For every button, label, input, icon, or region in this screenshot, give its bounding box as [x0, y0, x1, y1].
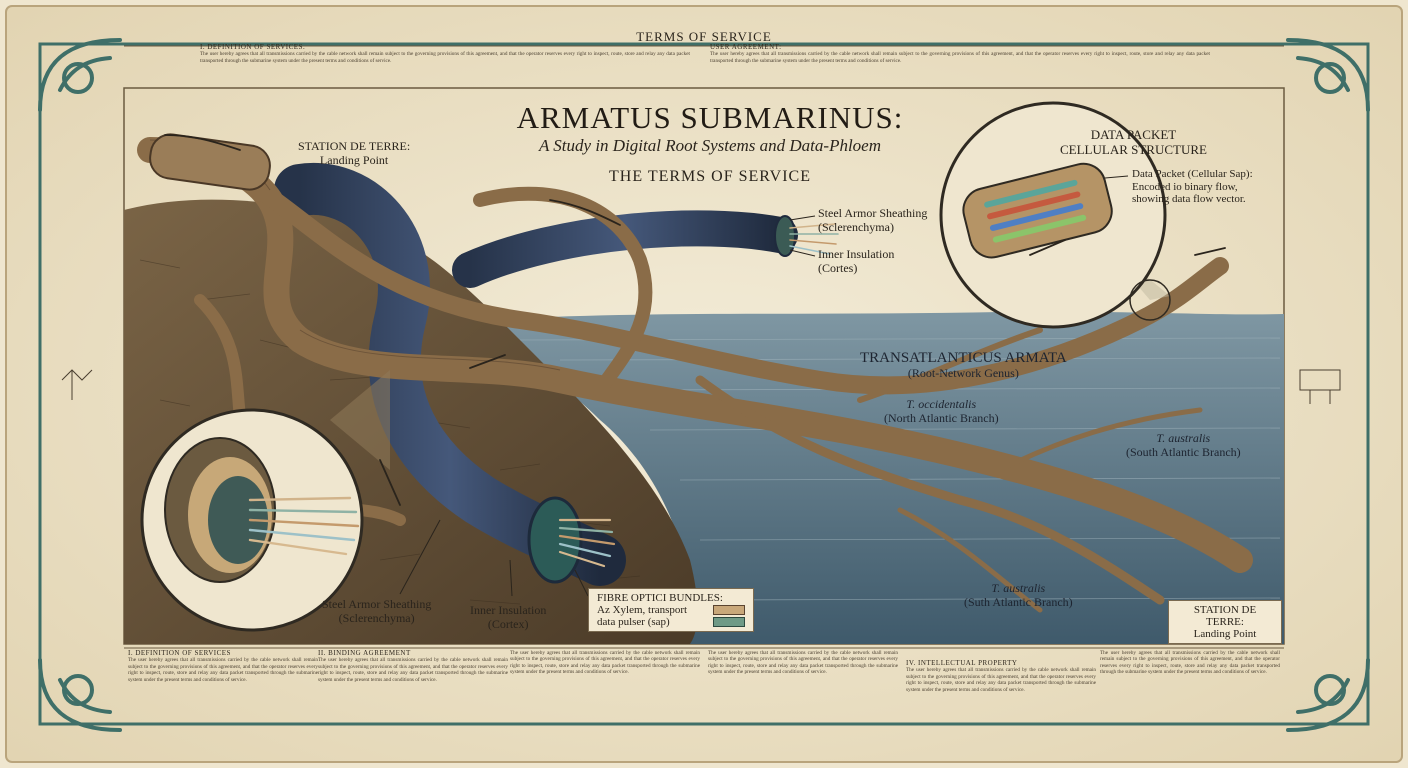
label-line: Data Packet (Cellular Sap): [1132, 168, 1253, 180]
label-steel-bottom: Steel Armor Sheathing (Sclerenchyma) [322, 597, 432, 626]
lower-fibres [558, 518, 616, 568]
label-line: Steel Armor Sheathing [818, 206, 928, 220]
label-line: Inner Insulation [818, 247, 895, 261]
text-column-top-left: I. DEFINITION OF SERVICES. The user here… [200, 44, 690, 86]
column-heading: IV. INTELLECTUAL PROPERTY [906, 660, 1018, 667]
label-line: T. australis [991, 581, 1046, 595]
column-heading: II. BINDING AGREEMENT [318, 650, 411, 657]
label-line: (Sclerenchyma) [818, 219, 894, 234]
label-station-bottom: STATION DE TERRE: Landing Point [1168, 600, 1282, 644]
blue-cable [274, 162, 626, 586]
side-emblems [61, 369, 1341, 404]
column-heading: I. DEFINITION OF SERVICES [128, 650, 231, 657]
legend-row-label: data pulser (sap) [597, 616, 670, 628]
label-occidentalis: T. occidentalis (North Atlantic Branch) [884, 397, 999, 426]
label-line: (Cortex) [487, 616, 529, 631]
page-subtitle: A Study in Digital Root Systems and Data… [538, 136, 881, 155]
text-column-bottom-1: I. DEFINITION OF SERVICES The user hereb… [128, 650, 318, 718]
label-line: (North Atlantic Branch) [884, 410, 999, 425]
label-line: Landing Point [319, 152, 389, 167]
label-line: TRANSATLANTICUS ARMATA [860, 350, 1067, 366]
label-genus: TRANSATLANTICUS ARMATA (Root-Network Gen… [860, 350, 1067, 381]
label-line: CELLULAR STRUCTURE [1060, 141, 1207, 157]
lower-cable-end [527, 496, 583, 584]
label-line: Steel Armor Sheathing [322, 597, 432, 611]
label-line: STATION DE TERRE: [298, 139, 411, 153]
column-body: The user hereby agrees that all transmis… [906, 667, 1096, 693]
label-line: (Root-Network Genus) [907, 366, 1019, 381]
text-column-bottom-5: IV. INTELLECTUAL PROPERTY The user hereb… [906, 660, 1096, 718]
legend-title: FIBRE OPTICI BUNDLES: [597, 592, 723, 604]
text-column-top-right: USER AGREEMENT: The user hereby agrees t… [710, 44, 1210, 86]
label-line: Encoded io binary flow, [1132, 180, 1238, 193]
label-line: (Suth Atlantic Branch) [964, 594, 1073, 609]
legend-row: data pulser (sap) [597, 616, 745, 628]
text-column-bottom-2: II. BINDING AGREEMENT The user hereby ag… [318, 650, 508, 718]
label-line: showing data flow vector. [1132, 193, 1246, 206]
label-data-packet-title: DATA PACKET CELLULAR STRUCTURE [1060, 127, 1207, 158]
upper-fibres [789, 223, 839, 255]
column-heading: USER AGREEMENT: [710, 44, 782, 51]
legend-swatch-green [713, 617, 745, 627]
text-column-bottom-4: The user hereby agrees that all transmis… [708, 650, 898, 718]
label-station-top: STATION DE TERRE: Landing Point [298, 139, 411, 168]
column-body: The user hereby agrees that all transmis… [708, 650, 898, 676]
label-australis-right: T. australis (South Atlantic Branch) [1126, 431, 1241, 460]
right-magnifier [939, 101, 1171, 329]
column-body: The user hereby agrees that all transmis… [200, 51, 690, 64]
left-magnifier [140, 370, 390, 632]
legend-row-label: Az Xylem, transport [597, 604, 688, 616]
legend-swatch-tan [713, 605, 745, 615]
fibre-legend: FIBRE OPTICI BUNDLES: Az Xylem, transpor… [588, 588, 754, 632]
tos-heading: THE TERMS OF SERVICE [609, 168, 811, 185]
label-line: DATA PACKET [1090, 127, 1177, 142]
cable-origin-top [149, 133, 271, 191]
column-body: The user hereby agrees that all transmis… [710, 51, 1210, 64]
legend-row: Az Xylem, transport [597, 604, 745, 616]
page-title: ARMATUS SUBMARINUS: [516, 100, 904, 135]
label-line: Inner Insulation [470, 603, 547, 617]
column-body: The user hereby agrees that all transmis… [510, 650, 700, 676]
label-line: (South Atlantic Branch) [1126, 444, 1241, 459]
label-line: T. australis [1156, 431, 1211, 445]
label-steel-top: Steel Armor Sheathing (Sclerenchyma) [818, 206, 928, 235]
flow-arrows [164, 134, 1226, 506]
label-line: STATION DE TERRE: [1193, 604, 1257, 628]
column-body: The user hereby agrees that all transmis… [1100, 650, 1280, 676]
label-inner-bottom: Inner Insulation (Cortex) [470, 603, 547, 632]
leader-lines [399, 175, 1129, 597]
corner-ornaments [38, 38, 1370, 732]
frame-outer [38, 42, 1370, 726]
label-inner-top: Inner Insulation (Cortes) [818, 247, 895, 276]
band-title: TERMS OF SERVICE [636, 29, 772, 44]
label-line: (Sclerenchyma) [338, 610, 415, 625]
column-body: The user hereby agrees that all transmis… [318, 657, 508, 683]
label-australis-bottom: T. australis (Suth Atlantic Branch) [964, 581, 1073, 610]
text-column-bottom-3: The user hereby agrees that all transmis… [510, 650, 700, 718]
column-body: The user hereby agrees that all transmis… [128, 657, 318, 683]
label-line: Landing Point [1193, 628, 1257, 640]
label-line: T. occidentalis [906, 397, 977, 411]
text-column-bottom-6: The user hereby agrees that all transmis… [1100, 650, 1280, 718]
label-data-packet-note: Data Packet (Cellular Sap): Encoded io b… [1132, 168, 1253, 206]
column-heading: I. DEFINITION OF SERVICES. [200, 44, 306, 51]
label-line: (Cortes) [818, 260, 858, 275]
